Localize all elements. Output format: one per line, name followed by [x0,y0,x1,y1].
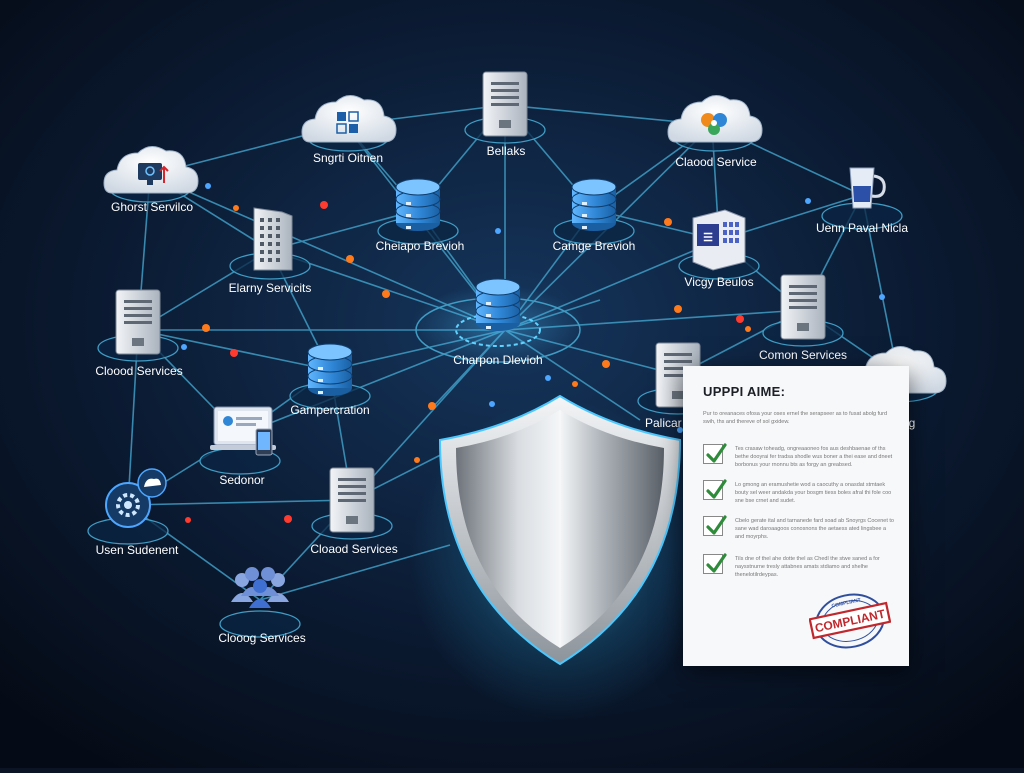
checkbox-checked-icon [703,479,727,500]
diagram-node[interactable]: Ghorst Servilco [103,145,199,214]
central-hub[interactable]: Charpon Dlevioh [412,278,584,367]
diagram-node[interactable]: Clooog Services [218,567,306,645]
diagram-node[interactable]: Sedonor [199,406,281,487]
node-label: Uenn Paval Nicla [816,221,908,235]
database-icon [395,178,441,232]
database-icon [475,278,521,332]
node-label: Camge Brevioh [553,239,636,253]
node-label: Bellaks [487,144,526,158]
checkbox-checked-icon [703,515,727,536]
diagram-node[interactable]: Elarny Servicits [229,207,312,295]
diagram-node[interactable]: ☰ Vicgy Beulos [678,209,760,289]
checklist-item-text: Tils dne of thel ahe dotte thel as Chedl… [735,556,880,578]
document-title: UPPPI AIME: [703,384,786,399]
checkbox-checked-icon [703,553,727,574]
node-label: Sedonor [219,473,264,487]
server-icon [780,274,826,340]
diagram-node[interactable]: Sngrti Oitnen [301,94,397,165]
node-label: Comon Services [759,348,847,362]
node-label: Elarny Servicits [229,281,312,295]
diagram-node[interactable]: Usen Sudenent [87,468,179,557]
document-intro: Pur to oreanaces ofosa your oses ernel t… [703,411,888,425]
checklist-item: Cbelo gerate ital and tarnanede fard soa… [703,515,894,544]
diagram-node[interactable]: Bellaks [464,71,546,158]
svg-text:☰: ☰ [703,232,713,244]
node-label: Vicgy Beulos [684,275,753,289]
node-label: Palicar c [645,416,691,430]
node-label: Cloood Services [95,364,182,378]
node-label: Ghorst Servilco [111,200,193,214]
node-label: Cloaod Services [310,542,397,556]
node-label: Cheiapo Brevioh [376,239,465,253]
devices-icon [210,406,276,456]
diagram-node[interactable]: Uenn Paval Nicla [816,167,908,235]
diagram-node[interactable]: Cheiapo Brevioh [376,178,465,253]
checklist-item: Tils dne of thel ahe dotte thel as Chedl… [703,553,893,582]
diagram-node[interactable]: Comon Services [759,274,847,362]
node-label: Clooog Services [218,631,305,645]
checkbox-checked-icon [703,443,727,464]
node-platform [219,610,301,638]
checklist-item-text: Cbelo gerate ital and tarnanede fard soa… [735,518,894,540]
checklist-item-text: Tes crasaw toheadg, ongreaaoneo fos aus … [735,446,893,468]
node-label: Charpon Dlevioh [453,353,542,367]
diagram-node[interactable]: Cloood Services [95,289,183,378]
mug-icon [849,167,886,209]
cloud-monitor-icon [103,145,199,194]
office-building-icon [253,207,293,271]
diagram-node[interactable]: Gampercration [289,343,371,417]
server-icon [482,71,528,137]
signal-dots [181,183,885,523]
node-label: Sngrti Oitnen [313,151,383,165]
node-label: Usen Sudenent [96,543,179,557]
diagram-node[interactable]: Camge Brevioh [553,178,636,253]
app-cube-icon: ☰ [692,209,746,271]
checklist-item-text: Lo gmong an eramushetie wod a caocuthy a… [735,482,892,504]
database-icon [307,343,353,397]
gear-network-icon [105,468,167,528]
diagram-node[interactable]: Cloaod Services [310,467,398,556]
node-label: Gampercration [290,403,369,417]
server-icon [115,289,161,355]
users-icon [231,567,289,608]
compliance-document: UPPPI AIME: Pur to oreanaces ofosa your … [683,366,909,666]
compliant-stamp: COMPLIANT COMPLIANT [809,593,891,649]
shield-icon [438,394,682,666]
checklist-item: Lo gmong an eramushetie wod a caocuthy a… [703,479,893,508]
cloud-tools-icon [667,94,763,143]
cloud-apps-icon [301,94,397,143]
node-label: g [909,416,916,430]
diagram-node[interactable]: Claood Service [667,94,763,169]
server-icon [329,467,375,533]
checklist-item: Tes crasaw toheadg, ongreaaoneo fos aus … [703,443,893,472]
database-icon [571,178,617,232]
node-label: Claood Service [675,155,757,169]
